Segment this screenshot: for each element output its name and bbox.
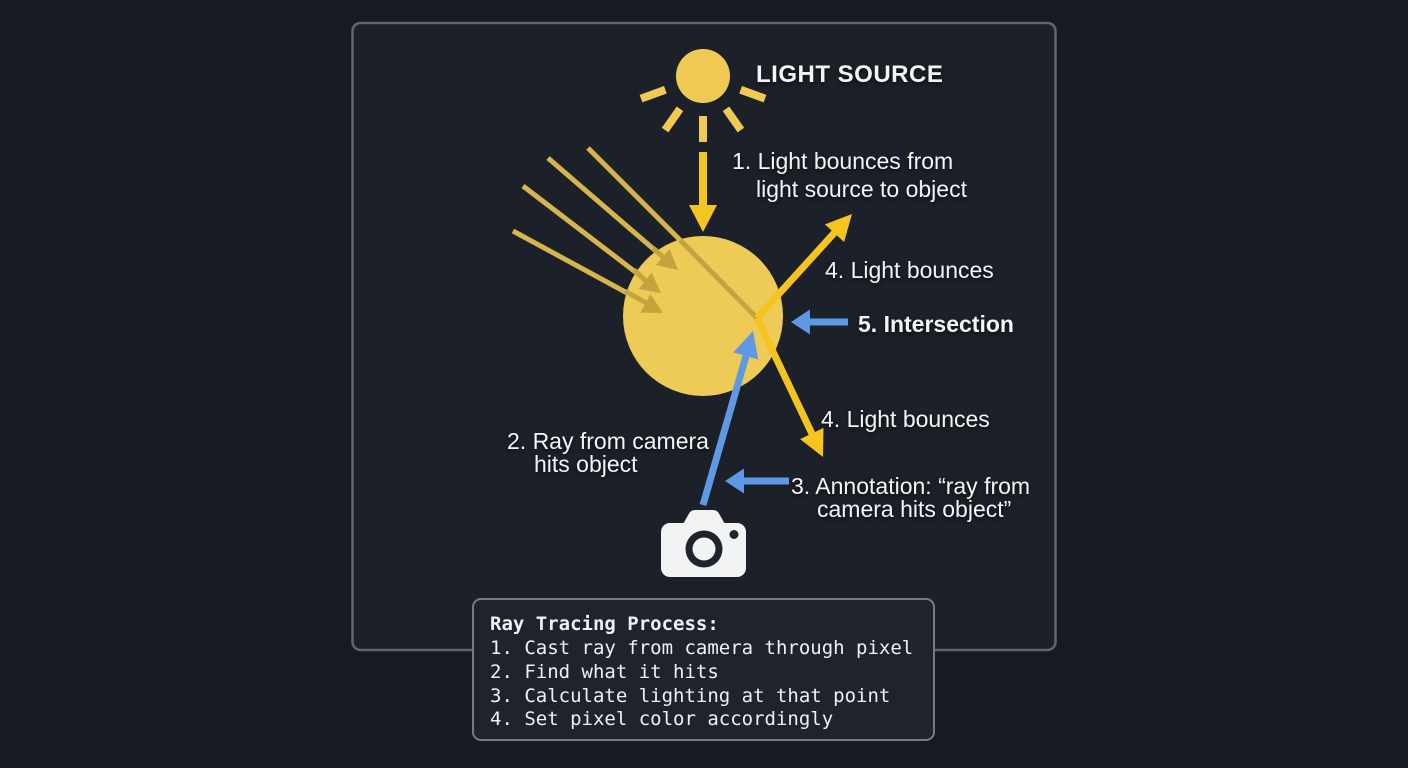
annotation-pointer-arrow — [725, 468, 789, 494]
camera-ray-arrow — [699, 331, 759, 506]
sun-icon — [639, 49, 767, 142]
light-bounce-arrow-up — [754, 214, 852, 321]
process-step-3: 3. Calculate lighting at that point — [490, 684, 891, 707]
camera-icon — [661, 510, 746, 577]
light-source-label: LIGHT SOURCE — [756, 61, 944, 88]
step3-label-line1: 3. Annotation: “ray from — [791, 473, 1031, 499]
process-step-4: 4. Set pixel color accordingly — [490, 708, 834, 731]
process-step-2: 2. Find what it hits — [490, 660, 719, 683]
step4-lower-label: 4. Light bounces — [821, 406, 990, 432]
step2-label-line2: hits object — [534, 451, 638, 477]
step1-label-line2: light source to object — [756, 176, 967, 202]
incoming-light-rays — [511, 146, 684, 297]
light-to-object-arrow — [689, 152, 717, 232]
step5-label: 5. Intersection — [858, 311, 1014, 337]
intersection-pointer-arrow — [791, 309, 848, 335]
process-step-1: 1. Cast ray from camera through pixel — [490, 637, 914, 659]
step2-label-line1: 2. Ray from camera — [507, 428, 709, 454]
light-bounce-arrow-down — [753, 316, 824, 457]
step3-label-line2: camera hits object” — [817, 496, 1012, 522]
process-box: Ray Tracing Process: 1. Cast ray from ca… — [472, 598, 935, 741]
incoming-light-rays-on-sphere — [623, 238, 759, 320]
process-box-title: Ray Tracing Process: — [490, 613, 719, 635]
step4-upper-label: 4. Light bounces — [825, 257, 994, 283]
step1-label-line1: 1. Light bounces from — [732, 148, 954, 174]
